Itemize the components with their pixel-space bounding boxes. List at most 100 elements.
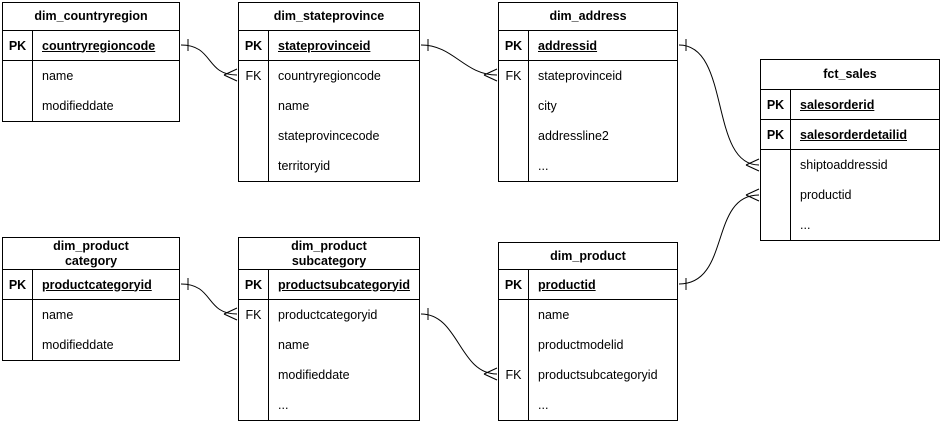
table-row[interactable]: name bbox=[239, 91, 419, 121]
edge-line bbox=[678, 44, 760, 166]
table-row[interactable]: modifieddate bbox=[3, 330, 179, 360]
table-fct-sales[interactable]: fct_sales PK salesorderid PK salesorderd… bbox=[760, 59, 940, 241]
table-row[interactable]: PK stateprovinceid bbox=[239, 31, 419, 61]
key-label: PK bbox=[499, 31, 529, 60]
table-dim-stateprovince[interactable]: dim_stateprovince PK stateprovinceid FK … bbox=[238, 2, 420, 182]
table-title: dim_address bbox=[499, 3, 677, 31]
field-name: salesorderdetailid bbox=[800, 127, 907, 142]
field-name: ... bbox=[800, 218, 811, 232]
table-row[interactable]: name bbox=[239, 330, 419, 360]
field-name: stateprovincecode bbox=[278, 129, 380, 143]
field-name: productsubcategoryid bbox=[278, 277, 410, 292]
key-label: FK bbox=[499, 360, 529, 390]
key-label bbox=[239, 91, 269, 121]
table-row[interactable]: PK salesorderid bbox=[761, 90, 939, 120]
edge-line bbox=[678, 194, 760, 285]
key-label: PK bbox=[3, 31, 33, 60]
table-dim-productsubcategory[interactable]: dim_product subcategory PK productsubcat… bbox=[238, 237, 420, 421]
key-label bbox=[239, 330, 269, 360]
table-dim-productcategory[interactable]: dim_product category PK productcategoryi… bbox=[2, 237, 180, 361]
key-label bbox=[3, 61, 33, 91]
crows-foot-icon bbox=[223, 307, 238, 321]
table-row[interactable]: ... bbox=[499, 151, 677, 181]
table-row[interactable]: PK countryregioncode bbox=[3, 31, 179, 61]
table-row[interactable]: PK productid bbox=[499, 270, 677, 300]
key-label bbox=[499, 151, 529, 181]
table-row[interactable]: productmodelid bbox=[499, 330, 677, 360]
key-label: FK bbox=[499, 61, 529, 91]
field-name: salesorderid bbox=[800, 97, 875, 112]
field-name: productcategoryid bbox=[42, 277, 152, 292]
field-name: modifieddate bbox=[42, 99, 114, 113]
relationship-product-fctsales[interactable] bbox=[678, 188, 760, 290]
key-label bbox=[761, 150, 791, 180]
table-row[interactable]: PK addressid bbox=[499, 31, 677, 61]
table-row[interactable]: name bbox=[499, 300, 677, 330]
table-row[interactable]: FK countryregioncode bbox=[239, 61, 419, 91]
relationship-countryregion-stateprovince[interactable] bbox=[180, 39, 238, 82]
table-row[interactable]: PK productsubcategoryid bbox=[239, 270, 419, 300]
table-row[interactable]: shiptoaddressid bbox=[761, 150, 939, 180]
edge-line bbox=[180, 44, 238, 76]
table-row[interactable]: name bbox=[3, 61, 179, 91]
table-row[interactable]: productid bbox=[761, 180, 939, 210]
table-row[interactable]: PK salesorderdetailid bbox=[761, 120, 939, 150]
relationship-stateprovince-address[interactable] bbox=[420, 39, 498, 82]
table-dim-address[interactable]: dim_address PK addressid FK stateprovinc… bbox=[498, 2, 678, 182]
field-name: addressline2 bbox=[538, 129, 609, 143]
table-row[interactable]: modifieddate bbox=[3, 91, 179, 121]
field-name: productid bbox=[800, 188, 852, 202]
crows-foot-icon bbox=[745, 188, 760, 202]
table-row[interactable]: ... bbox=[239, 390, 419, 420]
table-row[interactable]: territoryid bbox=[239, 151, 419, 181]
relationship-address-fctsales[interactable] bbox=[678, 39, 760, 172]
field-name: ... bbox=[538, 398, 549, 412]
field-name: name bbox=[42, 308, 74, 322]
table-title: dim_product category bbox=[3, 238, 179, 270]
field-name: name bbox=[42, 69, 74, 83]
key-label bbox=[239, 360, 269, 390]
table-dim-countryregion[interactable]: dim_countryregion PK countryregioncode n… bbox=[2, 2, 180, 122]
key-label: PK bbox=[239, 31, 269, 60]
table-row[interactable]: modifieddate bbox=[239, 360, 419, 390]
field-name: shiptoaddressid bbox=[800, 158, 888, 172]
table-row[interactable]: ... bbox=[761, 210, 939, 240]
field-name: productmodelid bbox=[538, 338, 624, 352]
table-row[interactable]: PK productcategoryid bbox=[3, 270, 179, 300]
table-dim-product[interactable]: dim_product PK productid name productmod… bbox=[498, 242, 678, 421]
crows-foot-icon bbox=[483, 68, 498, 82]
relationship-subcategory-product[interactable] bbox=[420, 308, 498, 381]
table-title: dim_stateprovince bbox=[239, 3, 419, 31]
table-row[interactable]: FK productsubcategoryid bbox=[499, 360, 677, 390]
key-label: PK bbox=[239, 270, 269, 299]
key-label bbox=[499, 91, 529, 121]
field-name: territoryid bbox=[278, 159, 331, 173]
table-row[interactable]: ... bbox=[499, 390, 677, 420]
field-name: ... bbox=[278, 398, 289, 412]
key-label bbox=[239, 151, 269, 181]
key-label bbox=[499, 300, 529, 330]
table-row[interactable]: stateprovincecode bbox=[239, 121, 419, 151]
key-label bbox=[3, 330, 33, 360]
field-name: modifieddate bbox=[278, 368, 350, 382]
table-row[interactable]: city bbox=[499, 91, 677, 121]
key-label: PK bbox=[761, 120, 791, 149]
table-title: fct_sales bbox=[761, 60, 939, 90]
key-label bbox=[761, 210, 791, 240]
table-row[interactable]: name bbox=[3, 300, 179, 330]
key-label bbox=[239, 390, 269, 420]
table-row[interactable]: FK productcategoryid bbox=[239, 300, 419, 330]
key-label bbox=[761, 180, 791, 210]
field-name: stateprovinceid bbox=[278, 38, 371, 53]
crows-foot-icon bbox=[745, 158, 760, 172]
key-label bbox=[3, 91, 33, 121]
table-row[interactable]: FK stateprovinceid bbox=[499, 61, 677, 91]
field-name: productcategoryid bbox=[278, 308, 378, 322]
field-name: name bbox=[538, 308, 570, 322]
field-name: stateprovinceid bbox=[538, 69, 623, 83]
key-label: FK bbox=[239, 300, 269, 330]
relationship-category-subcategory[interactable] bbox=[180, 278, 238, 321]
field-name: countryregioncode bbox=[278, 69, 381, 83]
table-row[interactable]: addressline2 bbox=[499, 121, 677, 151]
field-name: city bbox=[538, 99, 557, 113]
